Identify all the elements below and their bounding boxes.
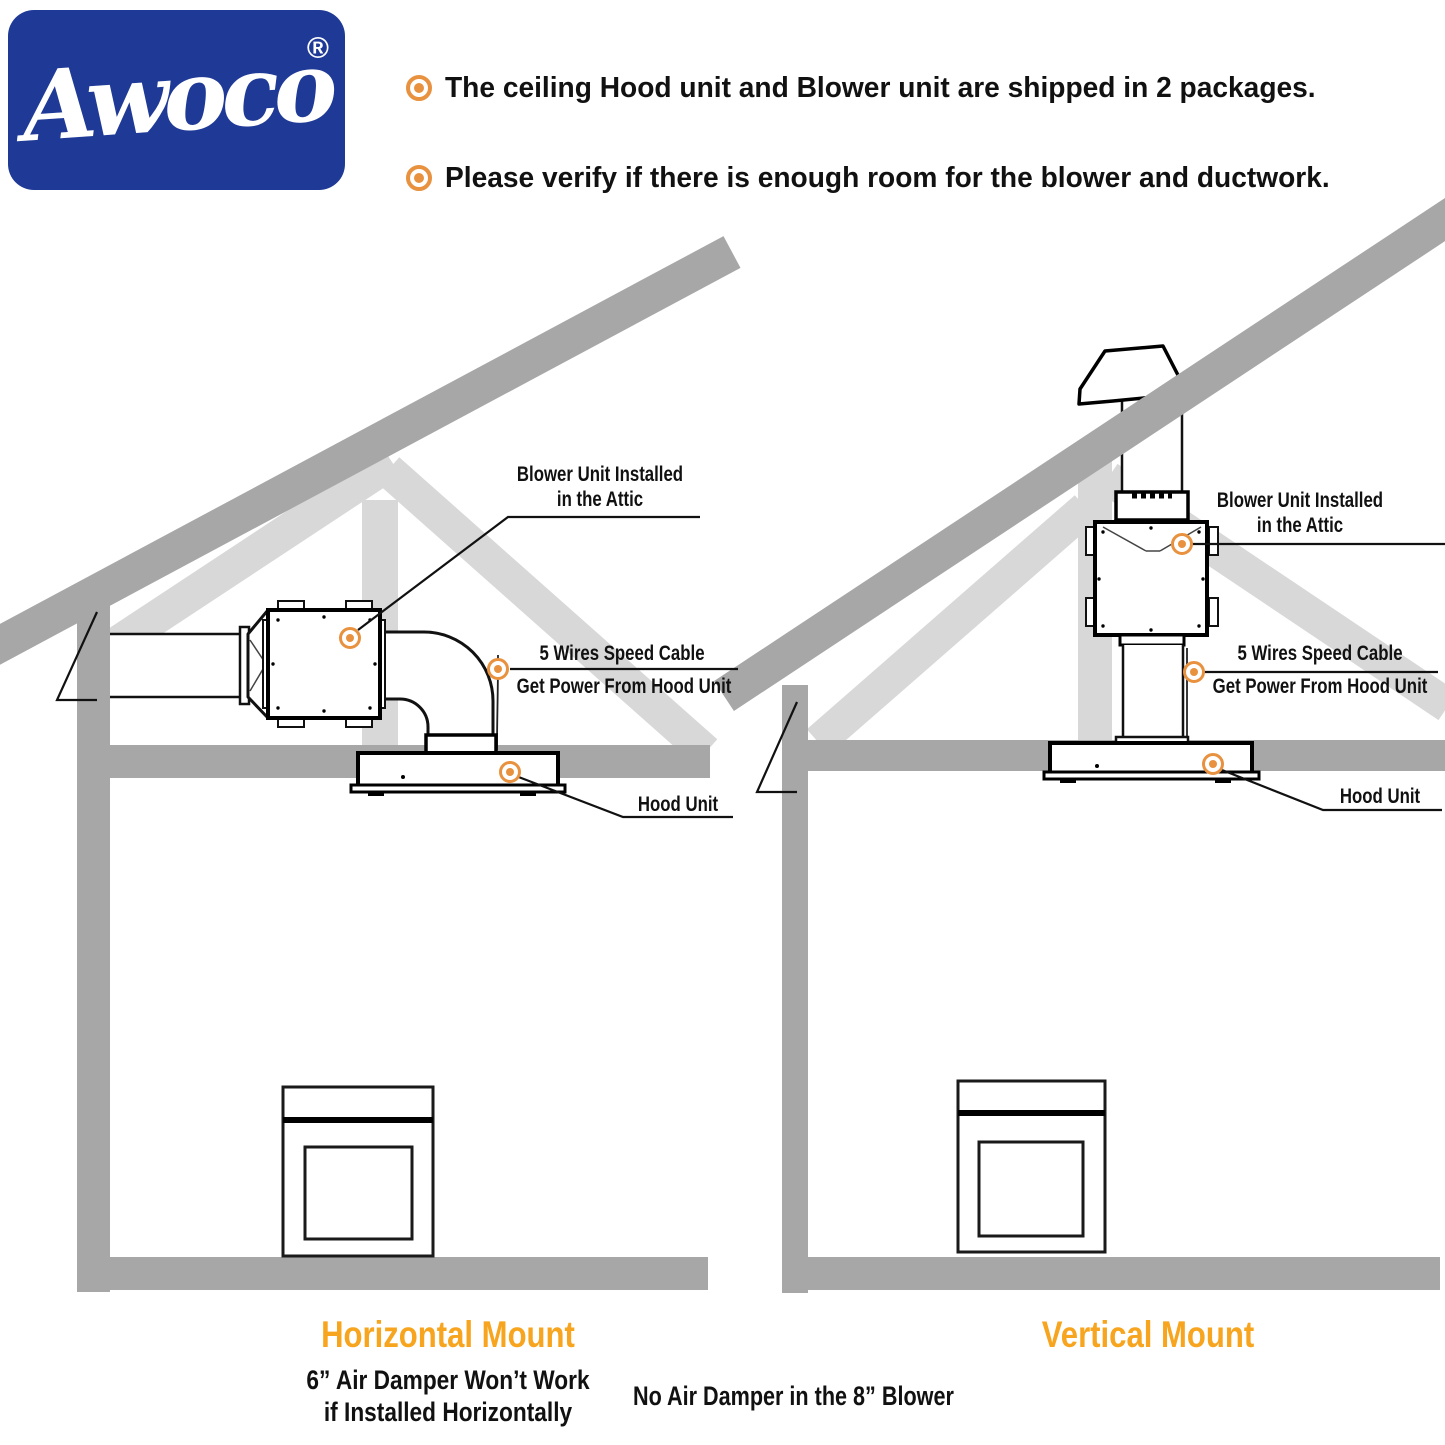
- left-hood-leader: [515, 774, 733, 819]
- right-vertical-duct: [1114, 645, 1190, 747]
- right-hood-leader: [1221, 768, 1442, 812]
- left-hood-unit: [349, 733, 567, 796]
- left-leader-lines: [357, 515, 738, 819]
- left-cable-label-line2: Get Power From Hood Unit: [516, 675, 732, 698]
- bullet-icon: [406, 165, 432, 191]
- bullet-icon: [406, 75, 432, 101]
- left-horizontal-duct: [110, 625, 251, 706]
- right-blower-label: Blower Unit Installed in the Attic: [1180, 488, 1420, 538]
- horizontal-mount-caption: Horizontal Mount: [321, 1314, 575, 1355]
- right-oven: [956, 1079, 1107, 1254]
- horizontal-mount-note: 6” Air Damper Won’t Work if Installed Ho…: [280, 1364, 616, 1428]
- no-air-damper-note: No Air Damper in the 8” Blower: [633, 1381, 954, 1411]
- callout-marker-right-cable: [1183, 661, 1205, 683]
- horizontal-mount-note-line1: 6” Air Damper Won’t Work: [306, 1365, 590, 1395]
- left-cable-label-line1: 5 Wires Speed Cable: [539, 642, 705, 665]
- callout-marker-left-blower: [339, 627, 361, 649]
- registered-trademark-icon: ®: [306, 32, 329, 65]
- left-wall: [77, 600, 110, 1292]
- left-blower-unit: [246, 600, 386, 728]
- right-cable-label-line2: Get Power From Hood Unit: [1212, 675, 1428, 698]
- right-blower-label-line2: in the Attic: [1256, 514, 1344, 537]
- left-oven: [281, 1085, 435, 1258]
- left-blower-label-line1: Blower Unit Installed: [516, 463, 684, 486]
- right-blower-label-line1: Blower Unit Installed: [1216, 489, 1384, 512]
- callout-marker-left-cable: [487, 658, 509, 680]
- roof-beams: [0, 198, 1445, 712]
- callout-marker-right-hood: [1202, 753, 1224, 775]
- left-floor: [77, 1257, 708, 1290]
- horizontal-mount-note-line2: if Installed Horizontally: [323, 1397, 573, 1427]
- awoco-logo-text: Awoco: [17, 28, 335, 164]
- right-leader-lines: [1192, 542, 1445, 812]
- structure-gray: [77, 600, 1445, 1293]
- right-wall: [782, 685, 808, 1293]
- right-floor: [782, 1257, 1440, 1290]
- right-cable-label-line1: 5 Wires Speed Cable: [1237, 642, 1403, 665]
- awoco-logo: Awoco ®: [8, 10, 345, 190]
- right-roof: [714, 198, 1445, 712]
- right-hood-unit: [1042, 741, 1261, 783]
- header-note-1: The ceiling Hood unit and Blower unit ar…: [445, 72, 1316, 104]
- right-hood-label: Hood Unit: [1339, 785, 1421, 808]
- callout-marker-right-blower: [1171, 533, 1193, 555]
- eave-outlines: [55, 611, 799, 794]
- left-blower-label-line2: in the Attic: [556, 488, 644, 511]
- left-blower-leader: [357, 515, 700, 631]
- header-note-2: Please verify if there is enough room fo…: [445, 162, 1330, 194]
- left-hood-label: Hood Unit: [637, 793, 719, 816]
- callout-marker-left-hood: [499, 761, 521, 783]
- left-roof: [0, 236, 741, 665]
- left-blower-label: Blower Unit Installed in the Attic: [480, 462, 720, 512]
- vertical-mount-caption: Vertical Mount: [1041, 1314, 1255, 1355]
